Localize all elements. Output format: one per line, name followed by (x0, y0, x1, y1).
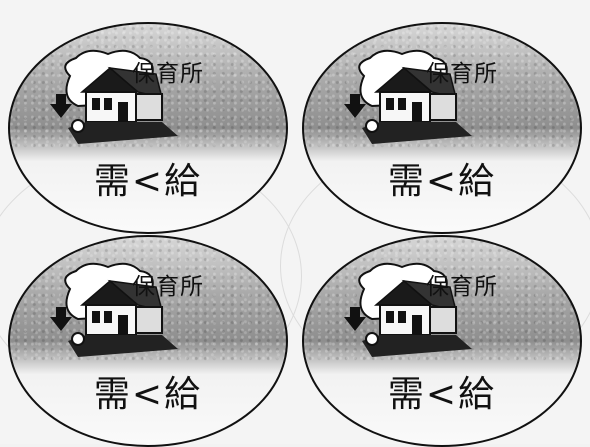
house-icon (344, 49, 472, 144)
house-icon (344, 262, 472, 357)
supply-demand-label: 需<給 (93, 161, 203, 202)
nursery-label: 保育所 (426, 274, 498, 300)
nursery-label: 保育所 (426, 61, 498, 87)
nursery-oval-4: 保育所 需<給 (302, 235, 582, 447)
nursery-label: 保育所 (132, 274, 204, 300)
nursery-oval-3: 保育所 需<給 (8, 235, 288, 447)
nursery-oval-2: 保育所 需<給 (302, 22, 582, 234)
supply-demand-label: 需<給 (93, 374, 203, 415)
nursery-label: 保育所 (132, 61, 204, 87)
house-icon (50, 49, 178, 144)
house-icon (50, 262, 178, 357)
supply-demand-label: 需<給 (387, 161, 497, 202)
supply-demand-label: 需<給 (387, 374, 497, 415)
nursery-oval-1: 保育所 需<給 (8, 22, 288, 234)
